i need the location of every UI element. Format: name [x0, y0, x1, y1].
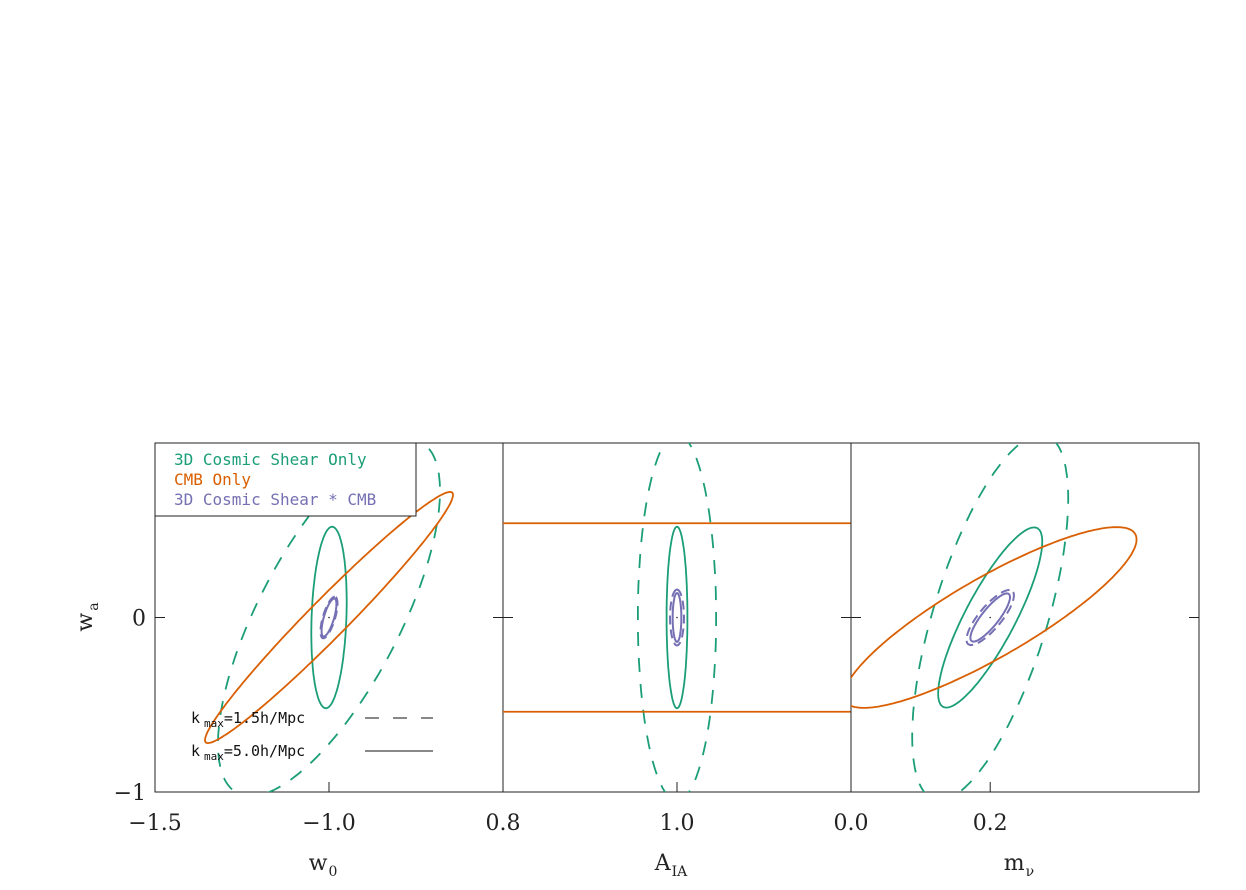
- x-axis-label-main: A: [654, 851, 672, 876]
- x-axis-label: w0: [309, 851, 338, 880]
- x-tick-label: 0.0: [834, 811, 869, 836]
- contour-shear-solid: [937, 526, 1044, 709]
- fiducial-point: [328, 616, 330, 619]
- kmax-sub: max: [204, 750, 224, 763]
- legend-label-cmb: CMB Only: [174, 470, 251, 489]
- contour-cmb-solid: [204, 490, 454, 745]
- mnu-panel: [850, 442, 1200, 793]
- contour-combined-dashed: [965, 589, 1015, 646]
- y-tick-label: −1: [114, 781, 146, 806]
- y-tick-label: 0: [132, 607, 146, 632]
- contour-cmb-solid: [851, 526, 1138, 709]
- svg-text:wa: wa: [73, 602, 102, 631]
- kmax-sub: max: [204, 717, 224, 730]
- kmax-k: k: [191, 709, 200, 727]
- contour-combined-solid: [969, 592, 1011, 643]
- contour-shear-solid: [310, 525, 348, 710]
- x-axis-label: mν: [1004, 851, 1034, 880]
- y-axis-label: wa: [73, 602, 102, 631]
- contour-shear-dashed: [217, 443, 441, 792]
- legend-frame: [154, 442, 417, 517]
- y-axis-label-sub: a: [86, 602, 102, 610]
- x-axis-label-sub: ν: [1026, 864, 1035, 880]
- x-axis-label-sub: 0: [328, 864, 337, 880]
- fiducial-point: [989, 616, 991, 619]
- y-axis-label-main: w: [73, 613, 98, 632]
- x-axis-label-sub: IA: [672, 864, 689, 880]
- legend-label-combined: 3D Cosmic Shear * CMB: [174, 490, 376, 509]
- kmax-k: k: [191, 742, 200, 760]
- kmax-value: =1.5h/Mpc: [224, 709, 305, 727]
- x-tick-label: 0.2: [973, 811, 1008, 836]
- x-axis-label-main: w: [309, 851, 328, 876]
- contour-combined-solid: [671, 592, 683, 643]
- legend-label-shear: 3D Cosmic Shear Only: [174, 450, 367, 469]
- x-tick-label: −1.5: [128, 811, 181, 836]
- contour-shear-dashed: [911, 443, 1070, 792]
- x-axis-label-main: m: [1004, 851, 1025, 876]
- x-tick-label: 0.8: [486, 811, 521, 836]
- contour-combined-solid: [320, 597, 338, 638]
- x-axis-label: AIA: [654, 851, 688, 880]
- contour-combined-dashed: [669, 588, 685, 647]
- contour-shear-solid: [665, 525, 689, 710]
- x-tick-label: −1.0: [302, 811, 355, 836]
- contour-combined-dashed: [319, 595, 339, 640]
- legend-box: 3D Cosmic Shear Only CMB Only 3D Cosmic …: [154, 442, 417, 517]
- aia-panel: [502, 442, 852, 793]
- panel-frame: [850, 442, 1200, 793]
- kmax-value: =5.0h/Mpc: [224, 742, 305, 760]
- x-tick-label: 1.0: [660, 811, 695, 836]
- fiducial-point: [676, 616, 678, 619]
